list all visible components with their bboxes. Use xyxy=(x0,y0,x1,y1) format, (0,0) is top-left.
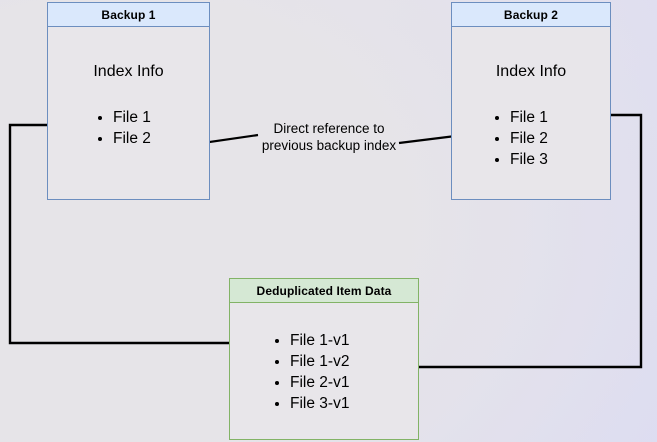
edge-label-direct-reference: Direct reference to previous backup inde… xyxy=(248,120,410,154)
node-backup-2[interactable]: Backup 2 Index Info File 1 File 2 File 3 xyxy=(451,2,611,200)
list-item: File 3-v1 xyxy=(290,393,349,414)
list-item: File 1 xyxy=(113,107,151,128)
edge-label-line-1: Direct reference to xyxy=(273,121,385,136)
node-backup-1-header: Backup 1 xyxy=(48,3,209,27)
list-item: File 3 xyxy=(510,149,548,170)
node-backup-1-file-list: File 1 File 2 xyxy=(93,107,151,149)
node-backup-2-header: Backup 2 xyxy=(452,3,610,27)
node-backup-1-body: Index Info File 1 File 2 xyxy=(48,27,209,199)
list-item: File 2 xyxy=(113,128,151,149)
node-backup-2-section-title: Index Info xyxy=(495,63,567,80)
node-backup-1-section-title: Index Info xyxy=(93,63,164,80)
node-dedup-body: File 1-v1 File 1-v2 File 2-v1 File 3-v1 xyxy=(230,303,418,439)
list-item: File 2 xyxy=(510,128,548,149)
edge-label-line-2: previous backup index xyxy=(261,138,397,153)
list-item: File 2-v1 xyxy=(290,372,349,393)
list-item: File 1 xyxy=(510,107,548,128)
node-backup-1[interactable]: Backup 1 Index Info File 1 File 2 xyxy=(47,2,210,200)
node-deduplicated-item-data[interactable]: Deduplicated Item Data File 1-v1 File 1-… xyxy=(229,278,419,440)
list-item: File 1-v2 xyxy=(290,351,349,372)
node-dedup-header: Deduplicated Item Data xyxy=(230,279,418,303)
node-backup-2-body: Index Info File 1 File 2 File 3 xyxy=(452,27,610,199)
node-backup-2-file-list: File 1 File 2 File 3 xyxy=(490,107,548,170)
node-dedup-file-list: File 1-v1 File 1-v2 File 2-v1 File 3-v1 xyxy=(270,330,349,414)
list-item: File 1-v1 xyxy=(290,330,349,351)
